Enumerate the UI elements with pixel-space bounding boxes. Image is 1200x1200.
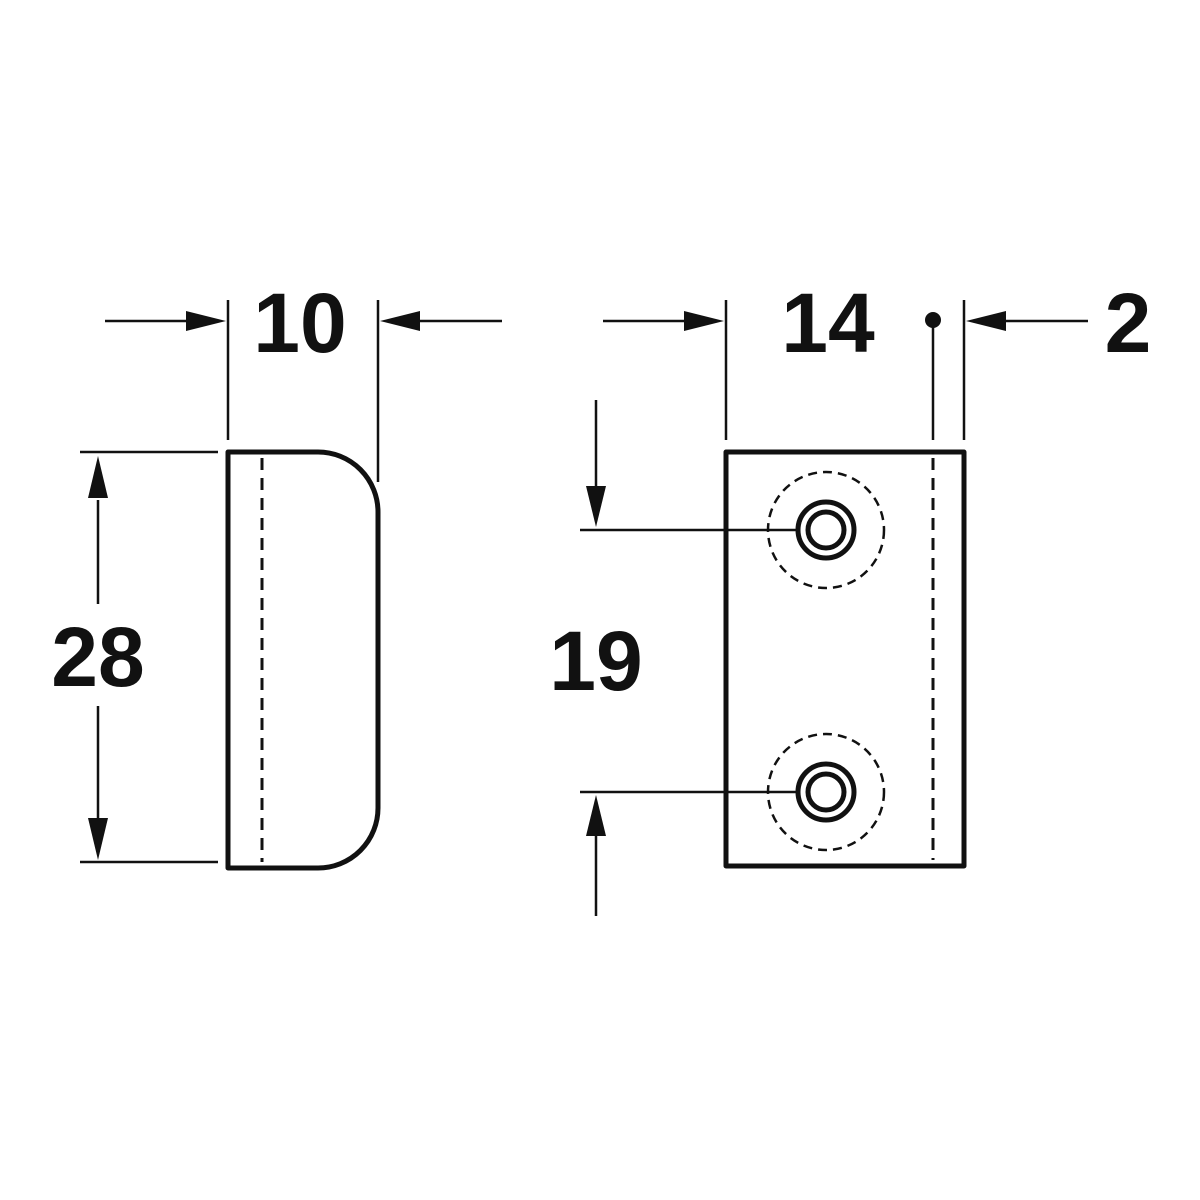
arrow-head bbox=[88, 456, 108, 498]
dimension-label: 2 bbox=[1105, 276, 1152, 370]
dimension-hole-spacing: 19 bbox=[549, 400, 800, 916]
dimension-label: 19 bbox=[549, 614, 642, 708]
hole-inner-circle bbox=[805, 771, 847, 813]
arrow-head bbox=[186, 311, 226, 331]
arrow-head bbox=[586, 486, 606, 527]
hole-inner-circle bbox=[805, 509, 847, 551]
dimension-front-offset: 2 bbox=[925, 276, 1151, 440]
side-view bbox=[225, 449, 381, 871]
arrow-head bbox=[88, 818, 108, 860]
side-view-outline bbox=[225, 449, 381, 871]
dimension-label: 10 bbox=[253, 276, 346, 370]
front-view-outline bbox=[723, 449, 967, 869]
arrow-head bbox=[586, 795, 606, 836]
dimension-front-width: 14 bbox=[603, 276, 875, 440]
dimension-label: 14 bbox=[781, 276, 875, 370]
dimension-side-width: 10 bbox=[105, 276, 502, 482]
arrow-head bbox=[966, 311, 1006, 331]
arrow-head bbox=[380, 311, 420, 331]
arrow-head bbox=[684, 311, 724, 331]
front-view bbox=[723, 449, 967, 869]
dimension-label: 28 bbox=[51, 610, 144, 704]
dimension-side-height: 28 bbox=[51, 450, 218, 864]
dimension-dot bbox=[925, 312, 941, 328]
